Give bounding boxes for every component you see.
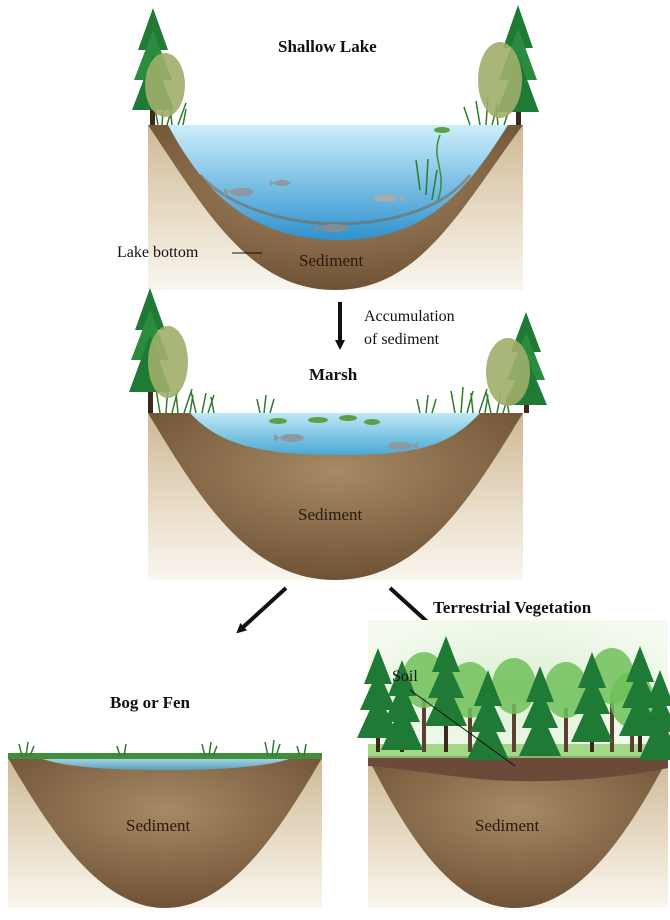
conifer-tree [639,714,670,760]
conifer-tree [574,674,610,714]
forest-trees [357,636,670,760]
terrestrial-sediment-label: Sediment [475,816,540,835]
conifer-tree [626,646,654,682]
shrub-left [148,326,188,398]
conifer-tree [526,666,554,702]
deciduous-tree-crown [492,658,536,714]
conifer-tree [357,692,399,738]
terrestrial-sediment-basin [368,758,668,908]
tree-trunk [422,698,426,752]
soil-pointer [409,689,516,767]
bog-water [40,758,292,770]
bog-grass [18,739,307,757]
marsh-sediment-label: Sediment [298,505,363,524]
conifer-tree [425,680,467,726]
tree-trunk [468,708,472,752]
conifer-tree [470,692,506,732]
bog-vegetation-mat [8,753,322,759]
conifer-tree [384,682,420,722]
lily-pads [269,415,380,425]
conifer-tree [474,670,502,706]
bog-sediment-label: Sediment [126,816,191,835]
conifer-tree [381,704,423,750]
arrow-to-bog [236,586,288,634]
conifer-tree [360,670,396,710]
tree-trunk [512,704,516,752]
lake-sediment-edge [198,173,472,226]
tree-trunk [564,708,568,752]
bog-sediment-basin [8,758,322,908]
conifer-tree [646,670,670,706]
deciduous-tree-crown [544,662,588,718]
lake-stage [132,5,539,290]
conifer-tree [519,710,561,756]
marsh-grass [155,384,510,414]
bog-stage [8,739,322,908]
fish-icon [314,224,348,232]
lily-pad [434,127,450,133]
conifer-tree [578,652,606,688]
marsh-stage [129,288,547,580]
shrub-right [486,338,530,406]
fish-icon [270,180,290,186]
soil-label: Soil [392,668,418,685]
terrestrial-stage [357,620,670,908]
tree-trunk [610,694,614,752]
accumulation-label-line2: of sediment [364,331,440,348]
terrestrial-title: Terrestrial Vegetation [433,598,592,617]
soil-layer [368,756,668,782]
accumulation-label-line1: Accumulation [364,308,455,325]
marsh-sediment-basin [148,413,523,580]
lake-water [168,125,508,240]
fish-icon [388,442,418,450]
conifer-tree [388,660,416,696]
conifer-tree [522,688,558,728]
shrub-left [145,53,185,117]
conifer-tree [467,714,509,760]
shrub-right [478,42,522,118]
lake-sediment-label: Sediment [299,251,364,270]
bog-title: Bog or Fen [110,693,190,712]
lake-title: Shallow Lake [278,37,377,56]
conifer-tree [571,696,613,742]
fish-icon [274,434,304,442]
lake-bottom-label: Lake bottom [117,244,199,261]
conifer-tree [364,648,392,684]
fish-icon [224,188,254,196]
conifer-tree [432,636,460,672]
fish-icon [374,194,404,202]
lily-stem [436,134,442,201]
conifer-tree [428,658,464,698]
conifer-tree [622,668,658,708]
marsh-title: Marsh [309,365,358,384]
